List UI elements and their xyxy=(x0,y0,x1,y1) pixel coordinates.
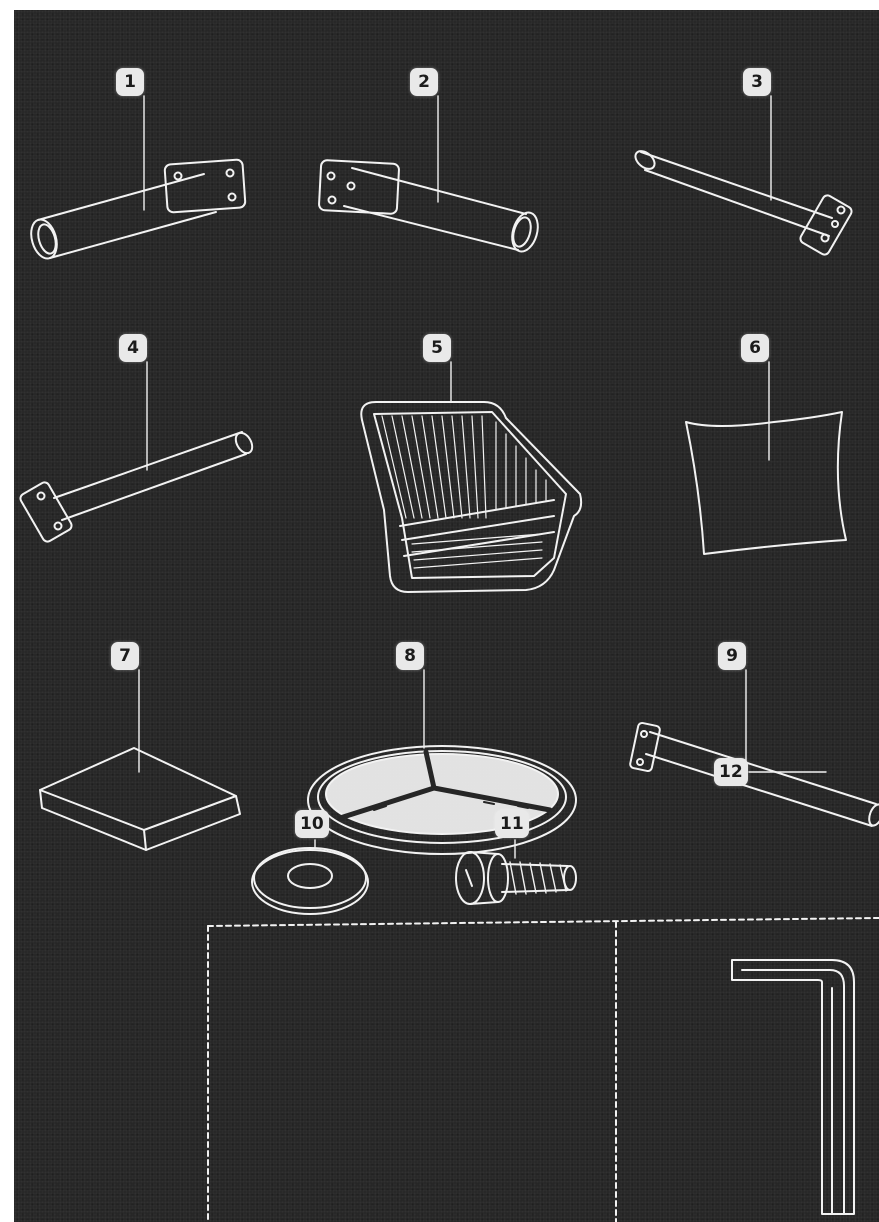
part-3-leg-icon xyxy=(632,148,853,257)
part-5-seat-icon xyxy=(361,402,581,592)
part-label-5: 5 xyxy=(423,334,451,362)
part-2-tube-icon xyxy=(319,160,542,255)
part-label-7: 7 xyxy=(111,642,139,670)
assembly-parts-sheet: 1 2 3 4 5 6 7 8 9 10 11 12 xyxy=(14,10,879,1222)
part-label-11: 11 xyxy=(495,810,529,838)
hardware-box-outline xyxy=(208,918,879,1222)
part-10-washer-icon xyxy=(252,848,368,914)
part-label-3: 3 xyxy=(743,68,771,96)
part-7-pad-icon xyxy=(40,748,240,850)
part-12-allen-key-icon xyxy=(732,960,854,1214)
part-6-cushion-icon xyxy=(686,412,846,554)
leader-lines xyxy=(139,96,826,858)
part-label-8: 8 xyxy=(396,642,424,670)
part-label-2: 2 xyxy=(410,68,438,96)
parts-illustration xyxy=(14,10,879,1222)
part-8-base-icon xyxy=(308,746,576,854)
part-label-1: 1 xyxy=(116,68,144,96)
part-4-leg-icon xyxy=(19,430,256,543)
part-label-4: 4 xyxy=(119,334,147,362)
part-label-9: 9 xyxy=(718,642,746,670)
part-1-tube-icon xyxy=(27,159,246,261)
part-label-10: 10 xyxy=(295,810,329,838)
part-label-12: 12 xyxy=(714,758,748,786)
part-11-bolt-icon xyxy=(456,852,576,904)
part-label-6: 6 xyxy=(741,334,769,362)
part-9-leg-icon xyxy=(629,722,879,827)
